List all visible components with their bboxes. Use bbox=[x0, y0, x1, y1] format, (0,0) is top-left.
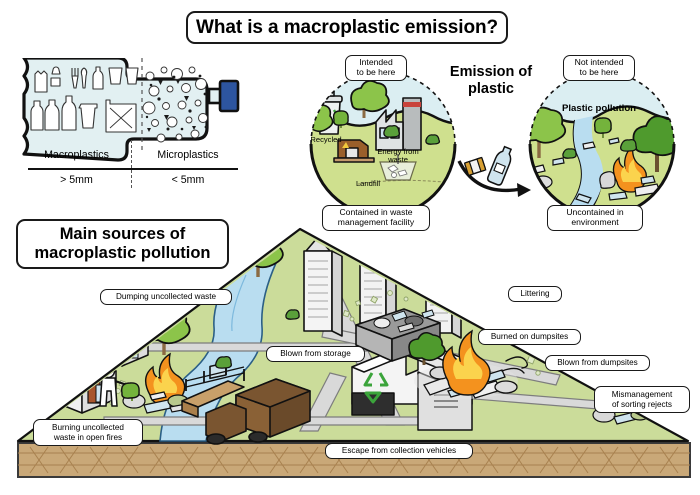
microplastics-size: < 5mm bbox=[171, 174, 205, 186]
microplastics-caption: Microplastics bbox=[157, 149, 219, 161]
isometric-landscape bbox=[16, 227, 691, 478]
contained-bottom-label: Contained in waste management facility bbox=[322, 205, 430, 231]
uncontained-environment-scene bbox=[528, 71, 676, 218]
recycled-label: Recycled bbox=[310, 135, 342, 144]
callout-escape-from-collection-vehicles: Escape from collection vehicles bbox=[325, 443, 473, 459]
contained-waste-scene bbox=[309, 71, 457, 218]
callout-blown-from-storage: Blown from storage bbox=[266, 346, 365, 362]
macroplastics-size: > 5mm bbox=[60, 174, 93, 186]
landfill-label: Landfill bbox=[355, 179, 381, 188]
callout-mismanagement-of-sorting-rejects: Mismanagement of sorting rejects bbox=[594, 386, 690, 413]
contained-top-label: Intended to be here bbox=[345, 55, 407, 81]
uncontained-top-label: Not intended to be here bbox=[563, 55, 635, 81]
callout-dumping-uncollected-waste: Dumping uncollected waste bbox=[100, 289, 232, 305]
emission-of-plastic-title: Emission of plastic bbox=[449, 64, 533, 97]
main-sources-title: Main sources of macroplastic pollution bbox=[16, 219, 229, 269]
plastic-pollution-heading: Plastic pollution bbox=[561, 103, 637, 114]
callout-burning-uncollected-waste: Burning uncollected waste in open fires bbox=[33, 419, 143, 446]
bottle-caption-rule bbox=[28, 168, 238, 170]
macro-micro-bottle-diagram bbox=[22, 58, 240, 162]
macroplastics-caption: Macroplastics bbox=[44, 149, 109, 161]
emission-arrow bbox=[457, 160, 531, 197]
callout-burned-on-dumpsites: Burned on dumpsites bbox=[478, 329, 581, 345]
callout-littering: Littering bbox=[508, 286, 562, 302]
flying-litter-icons bbox=[463, 145, 513, 186]
bottle-caption-divider bbox=[131, 140, 132, 188]
uncontained-bottom-label: Uncontained in environment bbox=[547, 205, 643, 231]
page-title: What is a macroplastic emission? bbox=[186, 11, 508, 44]
energy-from-waste-label: Energy from waste bbox=[377, 147, 419, 165]
callout-blown-from-dumpsites: Blown from dumpsites bbox=[545, 355, 650, 371]
